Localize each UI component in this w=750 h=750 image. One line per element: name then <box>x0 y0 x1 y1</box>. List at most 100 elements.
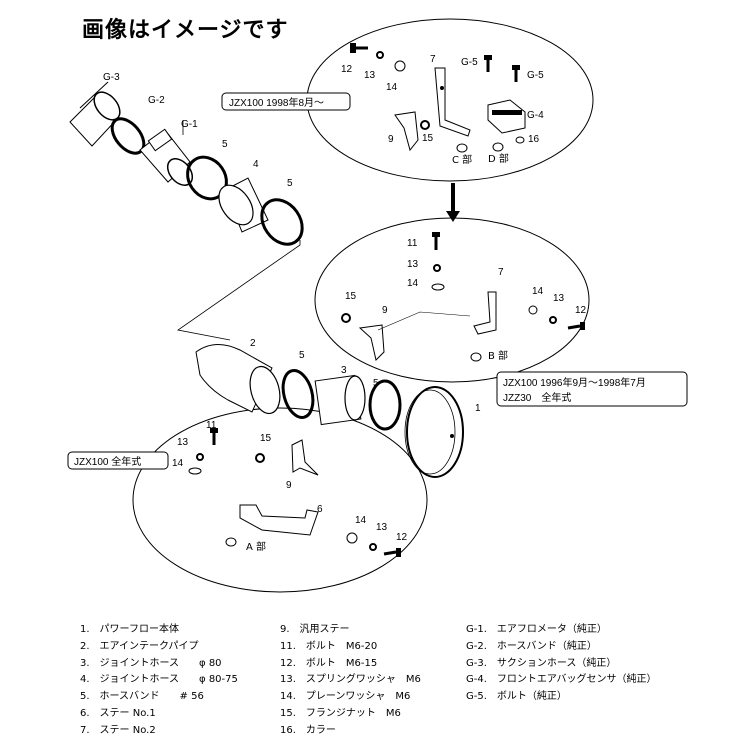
label-mid-9: 9 <box>382 305 388 316</box>
airbag-sensor-icon <box>487 99 526 134</box>
bolt-icon <box>383 548 401 557</box>
parts-column-1: 1. パワーフロー本体 2. エアインテークパイプ 3. ジョイントホース φ … <box>80 622 238 740</box>
label-bot-14b: 14 <box>355 515 367 526</box>
parts-column-3: G-1. エアフロメータ（純正） G-2. ホースバンド（純正） G-3. サク… <box>466 622 657 706</box>
spring-washer-icon <box>369 543 377 551</box>
flange-nut-icon <box>255 453 265 463</box>
label-bot-13: 13 <box>177 437 189 448</box>
part-item: 11. ボルト M6-20 <box>280 640 378 652</box>
label-mid-11: 11 <box>407 238 418 249</box>
part-item: 1. パワーフロー本体 <box>80 624 179 635</box>
part-item: 15. フランジナット M6 <box>280 707 401 719</box>
label-5b: 5 <box>287 178 293 189</box>
label-2: 2 <box>250 338 256 349</box>
part-item: G-5. ボルト（純正） <box>466 691 567 703</box>
label-top-13: 13 <box>364 70 376 81</box>
callout-bottom-text: JZX100 全年式 <box>74 455 141 468</box>
label-bot-11: 11 <box>206 420 217 431</box>
spring-washer-icon <box>549 316 557 324</box>
spring-washer-icon <box>376 51 384 59</box>
spring-washer-icon <box>196 453 204 461</box>
point-marker <box>456 143 468 153</box>
label-mid-7: 7 <box>498 267 504 278</box>
bolt-icon <box>210 428 218 445</box>
label-mid-12: 12 <box>575 305 587 316</box>
bolt-icon <box>432 232 440 250</box>
label-5d: 5 <box>373 378 379 389</box>
bottom-detail-oval <box>132 407 428 593</box>
part-item: 7. ステー No.2 <box>80 724 156 736</box>
label-5a: 5 <box>222 139 228 150</box>
label-top-12: 12 <box>341 64 353 75</box>
point-marker <box>225 537 237 547</box>
part-item: G-1. エアフロメータ（純正） <box>466 624 607 635</box>
plain-washer-icon <box>188 467 202 475</box>
label-g1: G-1 <box>181 119 198 130</box>
label-top-d: D 部 <box>488 152 509 165</box>
label-top-g5a: G-5 <box>461 57 478 68</box>
top-oval-parts <box>350 43 526 153</box>
part-item: 16. カラー <box>280 724 336 736</box>
label-mid-b: B 部 <box>488 349 508 362</box>
label-top-9: 9 <box>388 134 394 145</box>
label-mid-15: 15 <box>345 291 357 302</box>
label-bot-15: 15 <box>260 433 272 444</box>
general-stay-icon <box>358 324 385 361</box>
collar-icon <box>515 136 525 144</box>
label-g2: G-2 <box>148 95 165 106</box>
part-item: 13. スプリングワッシャ M6 <box>280 674 421 686</box>
callout-bottom: JZX100 全年式 <box>67 451 169 470</box>
label-g3: G-3 <box>103 72 120 83</box>
stay-no2 <box>434 67 471 137</box>
label-top-16: 16 <box>528 134 540 145</box>
label-mid-14b: 14 <box>532 286 544 297</box>
label-bot-a: A 部 <box>246 540 266 553</box>
part-item: 9. 汎用ステー <box>280 624 350 635</box>
part-item: 12. ボルト M6-15 <box>280 657 378 669</box>
label-bot-12: 12 <box>396 532 408 543</box>
callout-middle-text-2: JZZ30 全年式 <box>503 391 571 404</box>
label-top-15: 15 <box>422 133 434 144</box>
page-title: 画像はイメージです <box>82 18 289 43</box>
label-4: 4 <box>253 159 259 170</box>
hose-band-5 <box>260 198 304 246</box>
label-mid-13b: 13 <box>553 293 565 304</box>
flange-nut-icon <box>420 120 430 130</box>
part-item: 14. プレーンワッシャ M6 <box>280 691 411 703</box>
flange-nut-icon <box>341 313 351 323</box>
joint-hose-3 <box>314 374 366 426</box>
bolt-icon <box>484 55 492 72</box>
part-item: G-4. フロントエアバッグセンサ（純正） <box>466 674 657 686</box>
hose-band-5 <box>281 369 315 419</box>
hose-band-5 <box>368 379 402 431</box>
label-top-c: C 部 <box>452 153 472 166</box>
bolt-icon <box>512 65 520 82</box>
label-3: 3 <box>341 365 347 376</box>
power-flow-body <box>404 386 464 478</box>
part-item: 2. エアインテークパイプ <box>80 640 199 652</box>
stay-no2 <box>473 291 497 335</box>
label-mid-13: 13 <box>407 259 419 270</box>
callout-middle-text-1: JZX100 1996年9月～1998年7月 <box>503 376 646 389</box>
middle-oval-parts <box>341 232 585 362</box>
general-stay-icon <box>291 439 319 476</box>
part-item: 6. ステー No.1 <box>80 707 156 719</box>
bolt-icon <box>350 43 368 53</box>
callout-middle: JZX100 1996年9月～1998年7月 JZZ30 全年式 <box>496 371 688 407</box>
callout-top-text: JZX100 1998年8月～ <box>229 96 324 109</box>
plain-washer-icon <box>431 283 445 291</box>
intake-pipe <box>195 344 281 415</box>
parts-column-2: 9. 汎用ステー 11. ボルト M6-20 12. ボルト M6-15 13.… <box>280 622 421 740</box>
plain-washer-icon <box>394 60 406 72</box>
label-top-g5b: G-5 <box>527 70 544 81</box>
bolt-icon <box>567 322 585 330</box>
down-arrow-icon <box>446 183 460 222</box>
label-bot-13b: 13 <box>376 522 388 533</box>
label-bot-9: 9 <box>286 480 292 491</box>
guide-line <box>377 311 471 331</box>
plain-washer-icon <box>346 532 358 544</box>
label-1: 1 <box>475 403 481 414</box>
spring-washer-icon <box>433 264 441 272</box>
label-5c: 5 <box>299 350 305 361</box>
